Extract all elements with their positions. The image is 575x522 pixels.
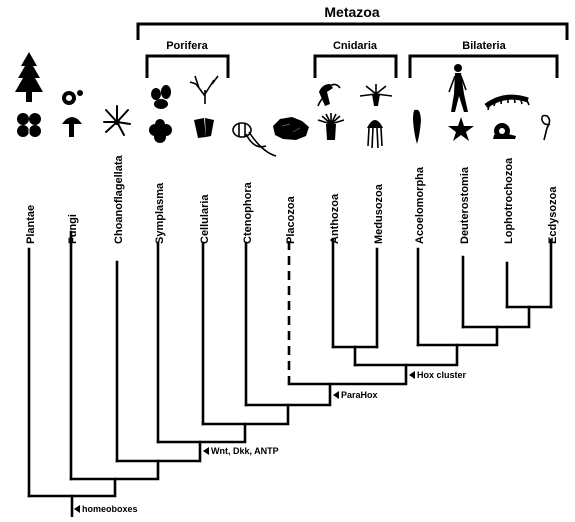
starfish-icon (448, 117, 474, 141)
taxon-label-ecdysozoa: Ecdysozoa (547, 186, 559, 244)
taxon-label-placozoa: Placozoa (285, 195, 297, 244)
metazoa-label: Metazoa (324, 4, 379, 20)
vase-sponge-icon (194, 118, 214, 138)
wnt-dkk-antp-label: Wnt, Dkk, ANTP (211, 446, 279, 456)
bilateria-bracket: Bilateria (410, 40, 557, 78)
hox-cluster-label: Hox cluster (417, 370, 467, 380)
taxon-label-deuterostomia: Deuterostomia (459, 166, 471, 244)
branching-sponge-icon (190, 76, 218, 104)
clover-icon (17, 113, 41, 137)
porifera-bracket: Porifera (147, 40, 228, 78)
taxon-label-anthozoa: Anthozoa (329, 193, 341, 244)
snail-icon (493, 123, 516, 139)
homeoboxes-label: homeoboxes (82, 504, 138, 514)
cnidaria-label: Cnidaria (333, 40, 378, 52)
centipede-icon (486, 95, 529, 110)
nematode-icon (542, 116, 550, 141)
hydroid-icon (360, 84, 392, 106)
coral-polyp-icon (318, 84, 340, 106)
placozoan-icon (273, 117, 309, 140)
parahox-marker: ParaHox (333, 390, 378, 400)
taxon-label-cellularia: Cellularia (199, 194, 211, 244)
taxon-label-lophotrochozoa: Lophotrochozoa (503, 157, 515, 244)
bilateria-label: Bilateria (462, 40, 506, 52)
sea-anemone-icon (318, 113, 344, 140)
metazoa-bracket: Metazoa (138, 4, 567, 40)
taxon-labels: Plantae Fungi Choanoflagellata Symplasma Cel… (25, 154, 559, 244)
homeoboxes-marker: homeoboxes (74, 504, 138, 514)
taxon-label-choanoflagellata: Choanoflagellata (113, 154, 125, 244)
jellyfish-icon (367, 120, 383, 148)
comb-jelly-icon (233, 123, 276, 156)
parahox-label: ParaHox (341, 390, 378, 400)
pine-tree-icon (15, 52, 43, 102)
tree-branches (29, 232, 551, 516)
taxon-label-medusozoa: Medusozoa (373, 183, 385, 244)
wnt-dkk-antp-marker: Wnt, Dkk, ANTP (203, 446, 279, 456)
taxon-label-symplasma: Symplasma (154, 182, 166, 244)
taxon-label-acoelomorpha: Acoelomorpha (414, 166, 426, 244)
mushroom-icon (62, 117, 82, 137)
porifera-label: Porifera (166, 40, 208, 52)
hox-cluster-marker: Hox cluster (409, 370, 467, 380)
fungus-icon (62, 90, 83, 105)
glass-sponge-icon (151, 85, 171, 109)
taxon-label-plantae: Plantae (25, 205, 37, 244)
taxon-label-ctenophora: Ctenophora (242, 181, 254, 244)
cnidaria-bracket: Cnidaria (315, 40, 396, 78)
taxon-label-fungi: Fungi (67, 214, 79, 244)
human-icon (449, 64, 468, 112)
choanoflagellate-colony-icon (104, 106, 130, 135)
sponge-mass-icon (149, 119, 172, 143)
flatworm-icon (413, 110, 421, 144)
